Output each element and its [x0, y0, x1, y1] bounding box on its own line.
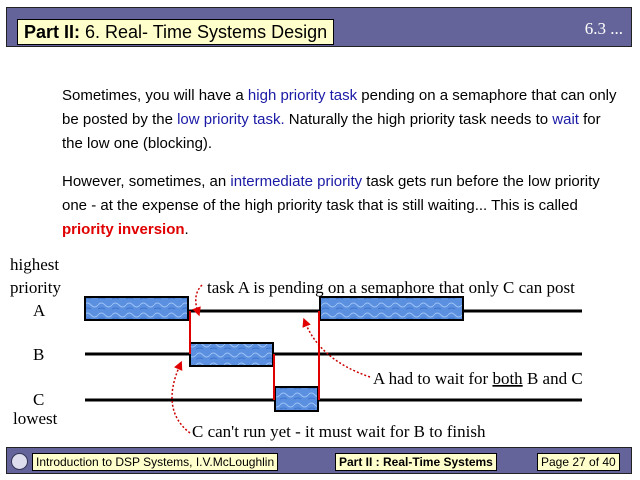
text-run: Sometimes, you will have a — [62, 87, 248, 104]
note-wait-both: both — [492, 369, 523, 388]
paragraph-1: Sometimes, you will have a high priority… — [62, 84, 622, 156]
note-wait-pre: A had to wait for — [373, 369, 492, 388]
label-c: C — [33, 390, 44, 409]
note-pending: task A is pending on a semaphore that on… — [207, 278, 575, 297]
note-wait: A had to wait for both B and C — [373, 369, 583, 388]
label-priority: priority — [10, 278, 61, 297]
text-run: pending on a semaphore that can only be … — [62, 87, 617, 128]
paragraph-2: However, sometimes, an intermediate prio… — [62, 170, 622, 242]
slide-body: Sometimes, you will have a high priority… — [62, 84, 622, 256]
university-logo-icon — [11, 453, 28, 470]
highlighted-term: low priority task. — [177, 111, 285, 128]
text-run: task gets run before the low priority on… — [62, 173, 600, 214]
text-run: for the low one (blocking). — [62, 111, 601, 152]
text-run: Naturally the high priority task needs t… — [284, 111, 553, 128]
slide-header: Part II: 6. Real- Time Systems Design 6.… — [6, 7, 632, 47]
footer-course: Introduction to DSP Systems, I.V.McLough… — [32, 453, 279, 471]
text-run: However, sometimes, an — [62, 173, 231, 190]
task-a-run-2 — [319, 296, 464, 321]
label-highest: highest — [10, 255, 59, 274]
arrow-pending — [192, 284, 203, 317]
footer-part: Part II : Real-Time Systems — [335, 453, 497, 471]
label-lowest: lowest — [13, 409, 58, 428]
section-number: 6.3 ... — [584, 19, 623, 38]
highlighted-term: high priority task — [247, 87, 358, 104]
text-run: . — [184, 221, 189, 238]
label-a: A — [33, 301, 46, 320]
title-part: Part II: — [24, 22, 81, 42]
footer-page: Page 27 of 40 — [537, 453, 620, 471]
slide-title: Part II: 6. Real- Time Systems Design — [17, 19, 335, 45]
note-c: C can't run yet - it must wait for B to … — [192, 422, 486, 441]
title-text: 6. Real- Time Systems Design — [80, 22, 328, 42]
slide-footer: Introduction to DSP Systems, I.V.McLough… — [6, 447, 632, 474]
task-a-run-1 — [84, 296, 189, 321]
task-b-run — [189, 342, 274, 367]
note-wait-post: B and C — [523, 369, 583, 388]
arrow-wait — [302, 317, 371, 378]
task-c-run — [274, 386, 319, 412]
highlighted-term: intermediate priority — [230, 173, 363, 190]
highlighted-term: priority inversion — [62, 221, 185, 238]
highlighted-term: wait — [552, 111, 579, 128]
label-b: B — [33, 345, 44, 364]
